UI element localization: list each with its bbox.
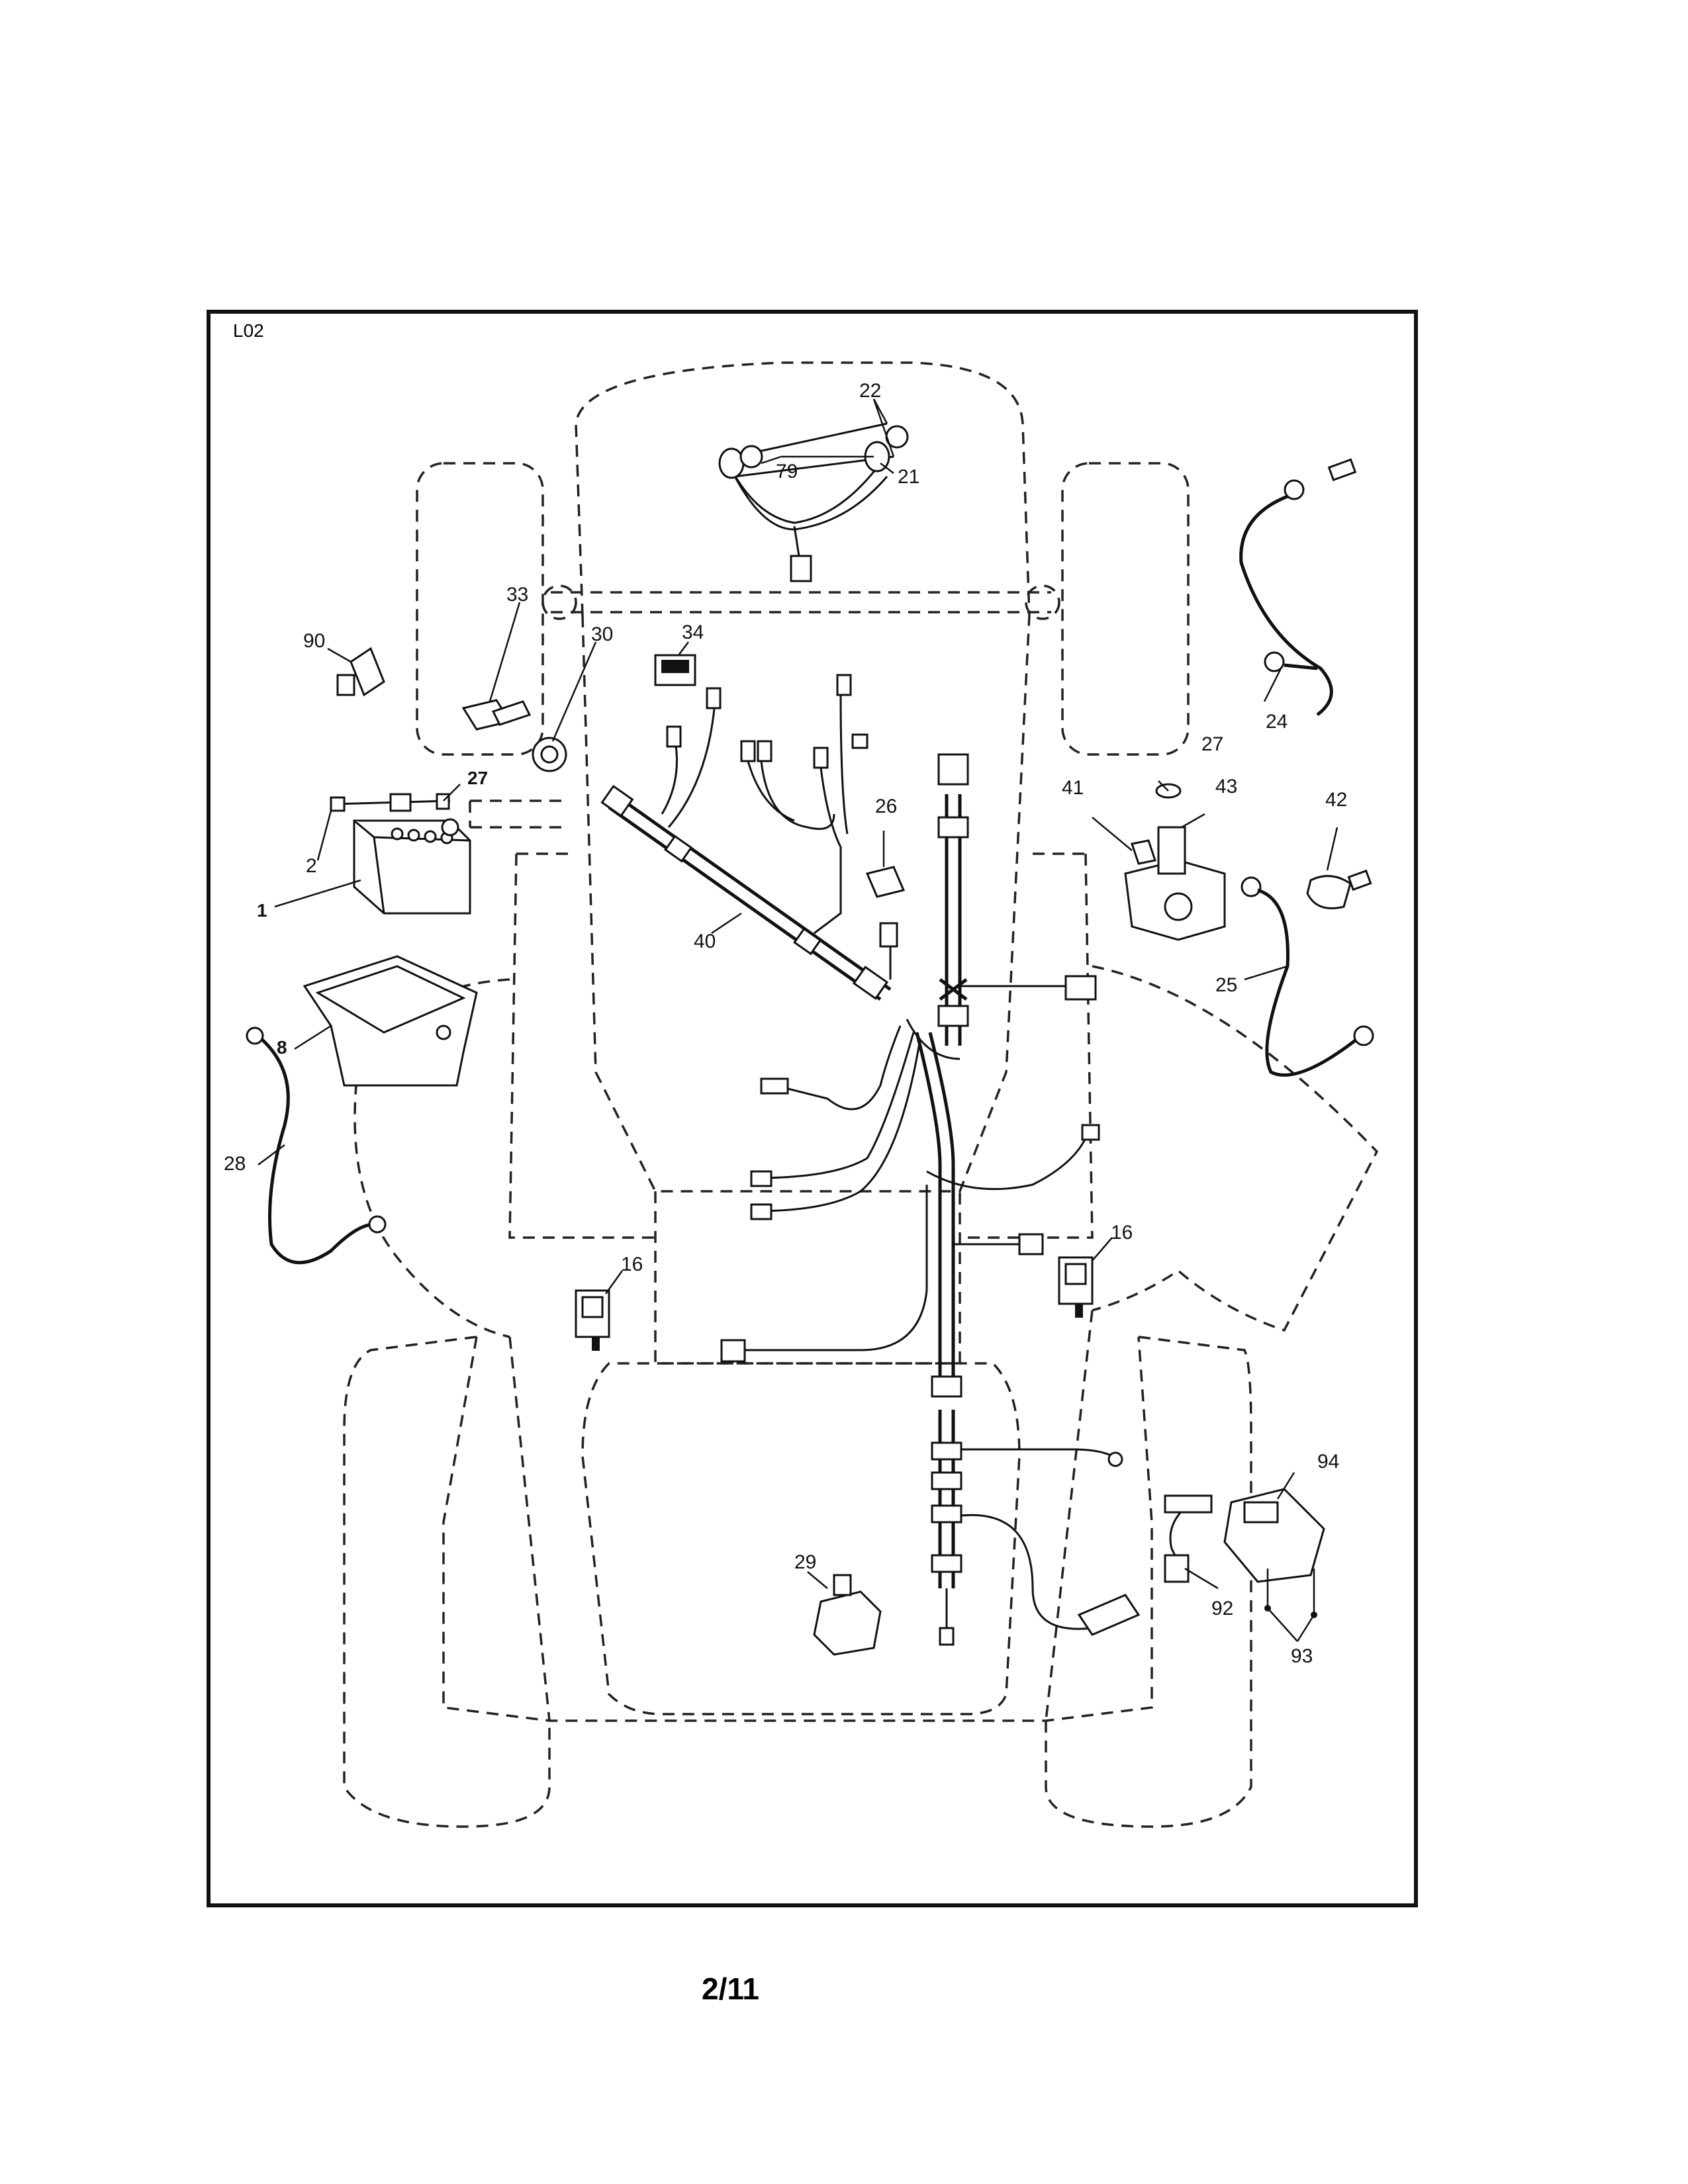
- callout-29: 29: [794, 1551, 816, 1573]
- seat-switch: [813, 1574, 882, 1656]
- diagram-frame: [207, 310, 1418, 1907]
- battery-box: [303, 955, 478, 1087]
- callout-79: 79: [776, 461, 798, 482]
- ignition-parts: [336, 647, 567, 772]
- cable-24: [1239, 458, 1357, 716]
- callout-94: 94: [1317, 1451, 1339, 1473]
- lower-harness: [720, 1025, 1100, 1390]
- page-number: 2/11: [702, 1972, 759, 2006]
- callout-16-right: 16: [1111, 1222, 1133, 1244]
- headlight-harness: [718, 422, 909, 582]
- switch-16-left: [575, 1289, 610, 1351]
- cable-28: [246, 1026, 387, 1265]
- callout-25: 25: [1215, 974, 1237, 996]
- callout-41: 41: [1062, 777, 1084, 799]
- callout-34: 34: [682, 621, 704, 643]
- callout-27-solenoid: 27: [1201, 733, 1223, 755]
- callout-22: 22: [859, 380, 881, 402]
- fuse: [865, 866, 906, 898]
- callout-92: 92: [1211, 1598, 1233, 1619]
- callout-21: 21: [898, 466, 919, 488]
- callout-1: 1: [257, 900, 267, 921]
- callout-30: 30: [591, 623, 613, 645]
- frame-code: L02: [233, 320, 264, 341]
- callout-8: 8: [277, 1037, 287, 1058]
- callout-33: 33: [506, 584, 528, 606]
- callout-42: 42: [1325, 789, 1347, 811]
- callout-93: 93: [1291, 1645, 1313, 1667]
- module-94: [1164, 1488, 1325, 1618]
- leader-lines: [258, 398, 1338, 1642]
- rear-harness: [931, 1375, 1141, 1646]
- callouts: 22 79 21 33 30 90 34 27 2 1 8 28 24 27 4…: [224, 380, 1347, 1667]
- callout-43: 43: [1215, 776, 1237, 797]
- vertical-harness: [906, 753, 1097, 1060]
- tractor-outline: [343, 361, 1379, 1828]
- callout-40: 40: [694, 931, 716, 952]
- callout-24: 24: [1266, 711, 1288, 733]
- battery: [330, 793, 471, 915]
- switch-16-right: [1058, 1256, 1094, 1318]
- callout-16-left: 16: [621, 1253, 643, 1275]
- cable-25: [1241, 876, 1374, 1077]
- callout-90: 90: [303, 630, 325, 652]
- callout-2: 2: [306, 855, 317, 877]
- main-wiring-harness: [600, 674, 898, 1001]
- callout-26: 26: [875, 796, 897, 817]
- callout-27-battery: 27: [467, 768, 488, 788]
- solenoid: [1124, 783, 1372, 941]
- callout-28: 28: [224, 1153, 246, 1175]
